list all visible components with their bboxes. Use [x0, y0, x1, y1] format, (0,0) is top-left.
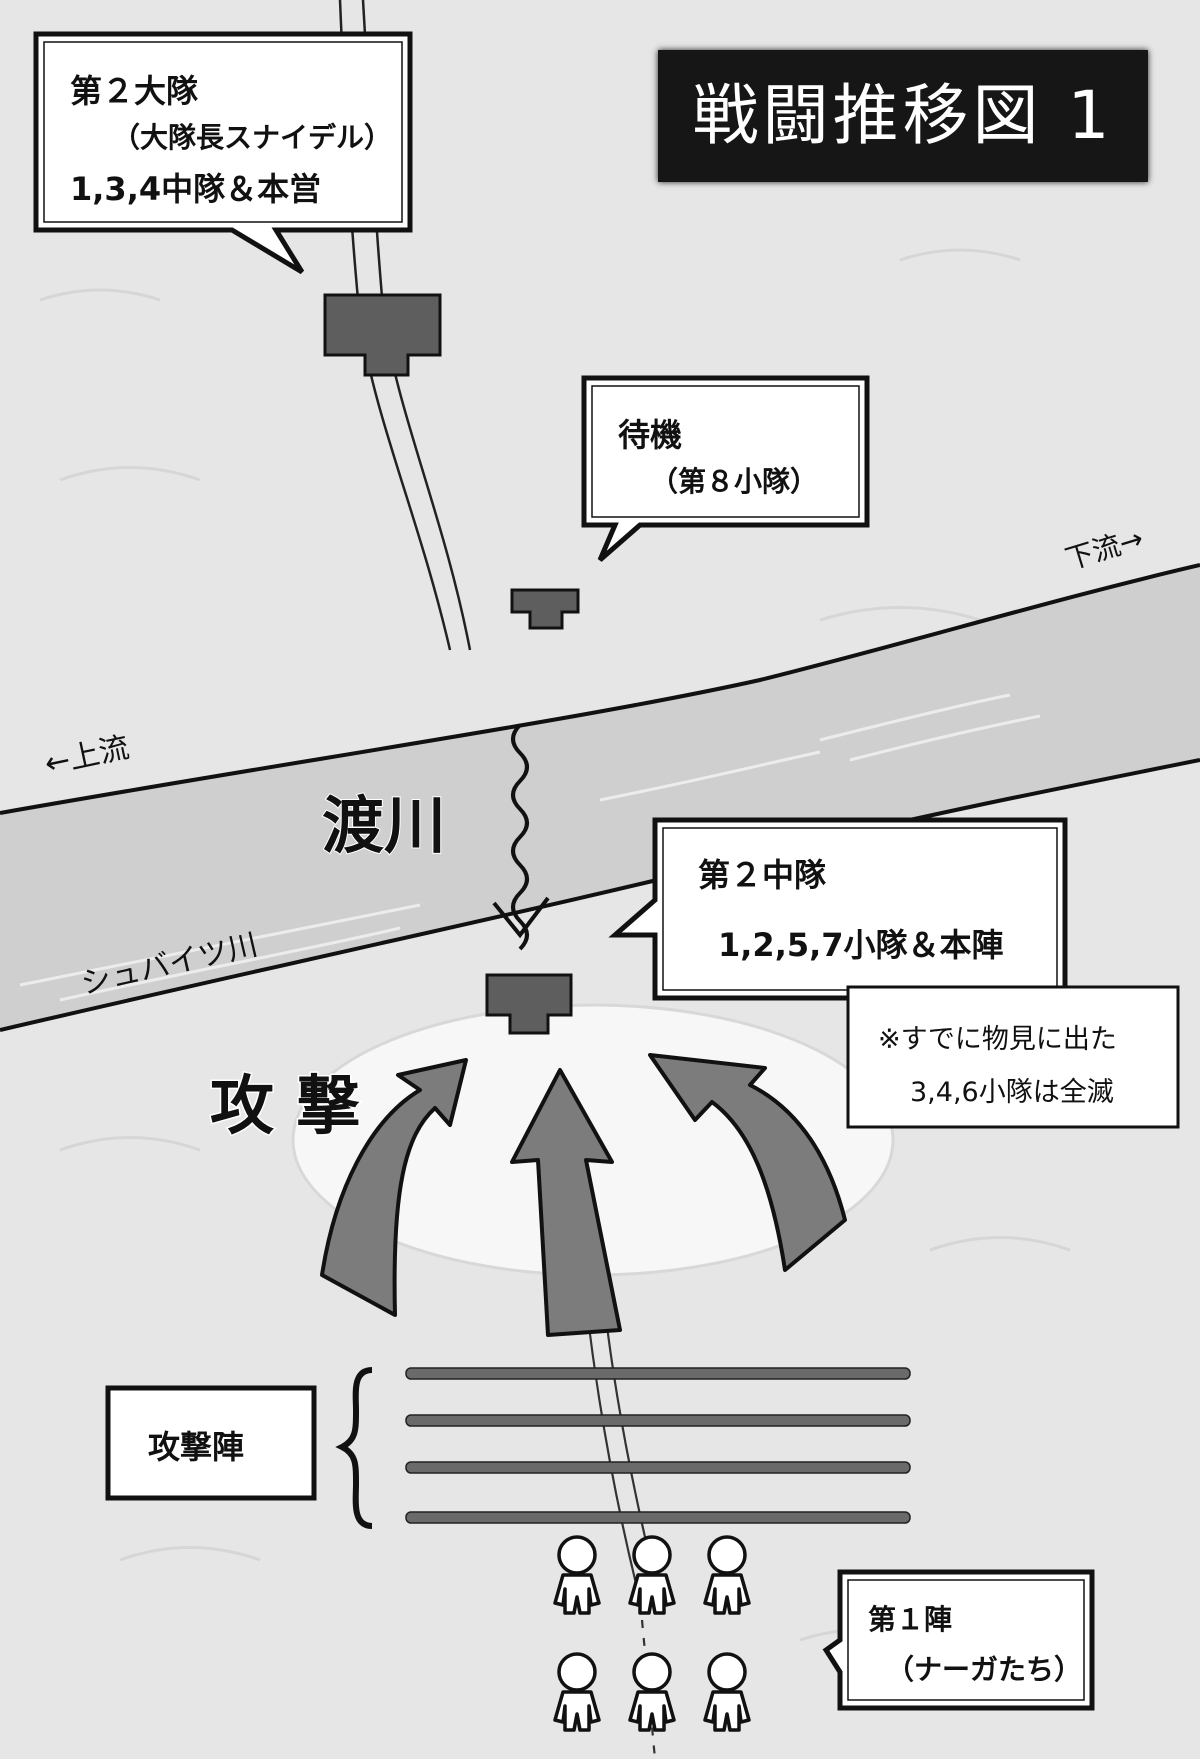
title-banner: 戦闘推移図 1	[658, 50, 1148, 182]
naga-figure	[628, 1652, 676, 1732]
note-line1: ※すでに物見に出た	[878, 1024, 1117, 1055]
attack-formation	[405, 1367, 911, 1524]
first-line-name: 第１陣	[868, 1603, 953, 1636]
attack-arrows	[320, 1053, 847, 1337]
crossing-arrow	[492, 723, 550, 951]
ground-texture	[39, 248, 1071, 1642]
first-line-detail: （ナーガたち）	[886, 1653, 1083, 1686]
naga-figure	[553, 1652, 601, 1732]
naga-figure	[553, 1535, 601, 1615]
standby-name: 待機	[618, 416, 683, 454]
company2-composition: 1,2,5,7小隊＆本陣	[718, 926, 1004, 964]
bubble-standby	[581, 375, 870, 562]
naga-figures	[553, 1535, 751, 1732]
naga-figure	[628, 1535, 676, 1615]
battalion2-name: 第２大隊	[70, 72, 199, 110]
page-title: 戦闘推移図 1	[692, 77, 1114, 154]
battalion2-composition: 1,3,4中隊＆本営	[70, 170, 322, 208]
formation-row	[405, 1414, 911, 1427]
crossing-label: 渡川	[321, 788, 447, 863]
note-box	[846, 985, 1180, 1129]
formation-label: 攻撃陣	[148, 1428, 245, 1466]
unit-company2-marker	[485, 973, 573, 1035]
unit-battalion2-marker	[323, 293, 442, 377]
formation-brace	[335, 1367, 373, 1529]
attack-arrow-left	[320, 1058, 468, 1317]
unit-standby-marker	[510, 588, 580, 630]
formation-row	[405, 1461, 911, 1474]
bubble-first-line	[822, 1569, 1095, 1711]
naga-figure	[703, 1652, 751, 1732]
attack-arrow-right	[648, 1053, 847, 1272]
formation-row	[405, 1511, 911, 1524]
bubble-company2	[608, 817, 1068, 1001]
attack-arrow-center	[510, 1068, 622, 1337]
battalion2-commander: （大隊長スナイデル）	[112, 121, 393, 154]
river	[0, 563, 1200, 1032]
attack-label: 攻 撃	[208, 1069, 361, 1146]
bubble-battalion2	[33, 31, 413, 275]
note-line2: 3,4,6小隊は全滅	[910, 1077, 1114, 1108]
formation-row	[405, 1367, 911, 1380]
company2-name: 第２中隊	[698, 856, 827, 894]
standby-detail: （第８小隊）	[650, 465, 819, 498]
naga-figure	[703, 1535, 751, 1615]
formation-box	[105, 1385, 317, 1501]
